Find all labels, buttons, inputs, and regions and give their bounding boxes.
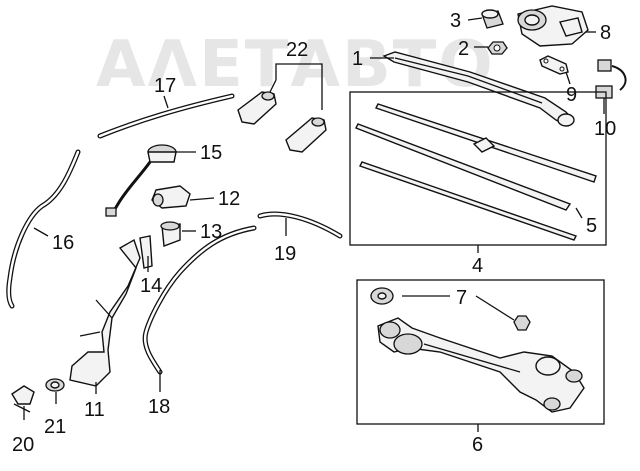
callout-8: 8	[600, 22, 611, 44]
washer-nozzle-left	[237, 91, 277, 125]
washer-hose-17	[97, 93, 235, 139]
pivot-cap	[481, 9, 504, 29]
wiper-motor	[517, 5, 589, 47]
callout-11: 11	[84, 399, 105, 421]
callout-13: 13	[200, 221, 222, 243]
callout-3: 3	[450, 10, 461, 32]
washer-reservoir	[69, 238, 141, 387]
callout-12: 12	[218, 188, 240, 210]
callout-18: 18	[148, 396, 170, 418]
callout-7: 7	[456, 287, 467, 309]
callout-2: 2	[458, 38, 469, 60]
callout-20: 20	[12, 434, 34, 456]
reservoir-clip	[139, 235, 153, 269]
callout-22: 22	[286, 39, 308, 61]
callout-16: 16	[52, 232, 74, 254]
linkage-washer	[370, 287, 394, 305]
callout-1: 1	[352, 48, 363, 70]
washer-hose-16	[6, 149, 81, 309]
washer-nozzle-right	[285, 117, 327, 153]
washer-pump	[105, 144, 177, 217]
callout-19: 19	[274, 243, 296, 265]
callout-5: 5	[586, 215, 597, 237]
level-sensor	[151, 185, 191, 209]
blade-rubber-insert	[359, 161, 577, 241]
wiper-arm	[382, 51, 575, 127]
grommet	[160, 221, 181, 247]
washer-hose-18	[142, 225, 257, 375]
callout-17: 17	[154, 75, 176, 97]
reservoir-cap	[11, 385, 35, 413]
callout-numbers: 1 2 3 4 5 6 7 8 9 10 11 12 13 14 15 16 1…	[12, 10, 616, 456]
callout-15: 15	[200, 142, 222, 164]
callout-9: 9	[566, 84, 577, 106]
callout-14: 14	[140, 275, 162, 297]
wiper-blade-middle	[355, 123, 572, 211]
wire-bracket	[539, 55, 569, 75]
leader-lines	[23, 17, 605, 420]
callout-6: 6	[472, 434, 483, 456]
linkage-nut	[513, 315, 531, 331]
wiper-linkage	[377, 317, 585, 413]
callout-10: 10	[594, 118, 616, 140]
arm-nut	[487, 41, 508, 55]
reservoir-seal	[45, 378, 65, 392]
callout-4: 4	[472, 255, 483, 277]
callout-21: 21	[44, 416, 66, 438]
linkage-group-box	[356, 279, 605, 425]
washer-hose-19	[257, 211, 343, 239]
